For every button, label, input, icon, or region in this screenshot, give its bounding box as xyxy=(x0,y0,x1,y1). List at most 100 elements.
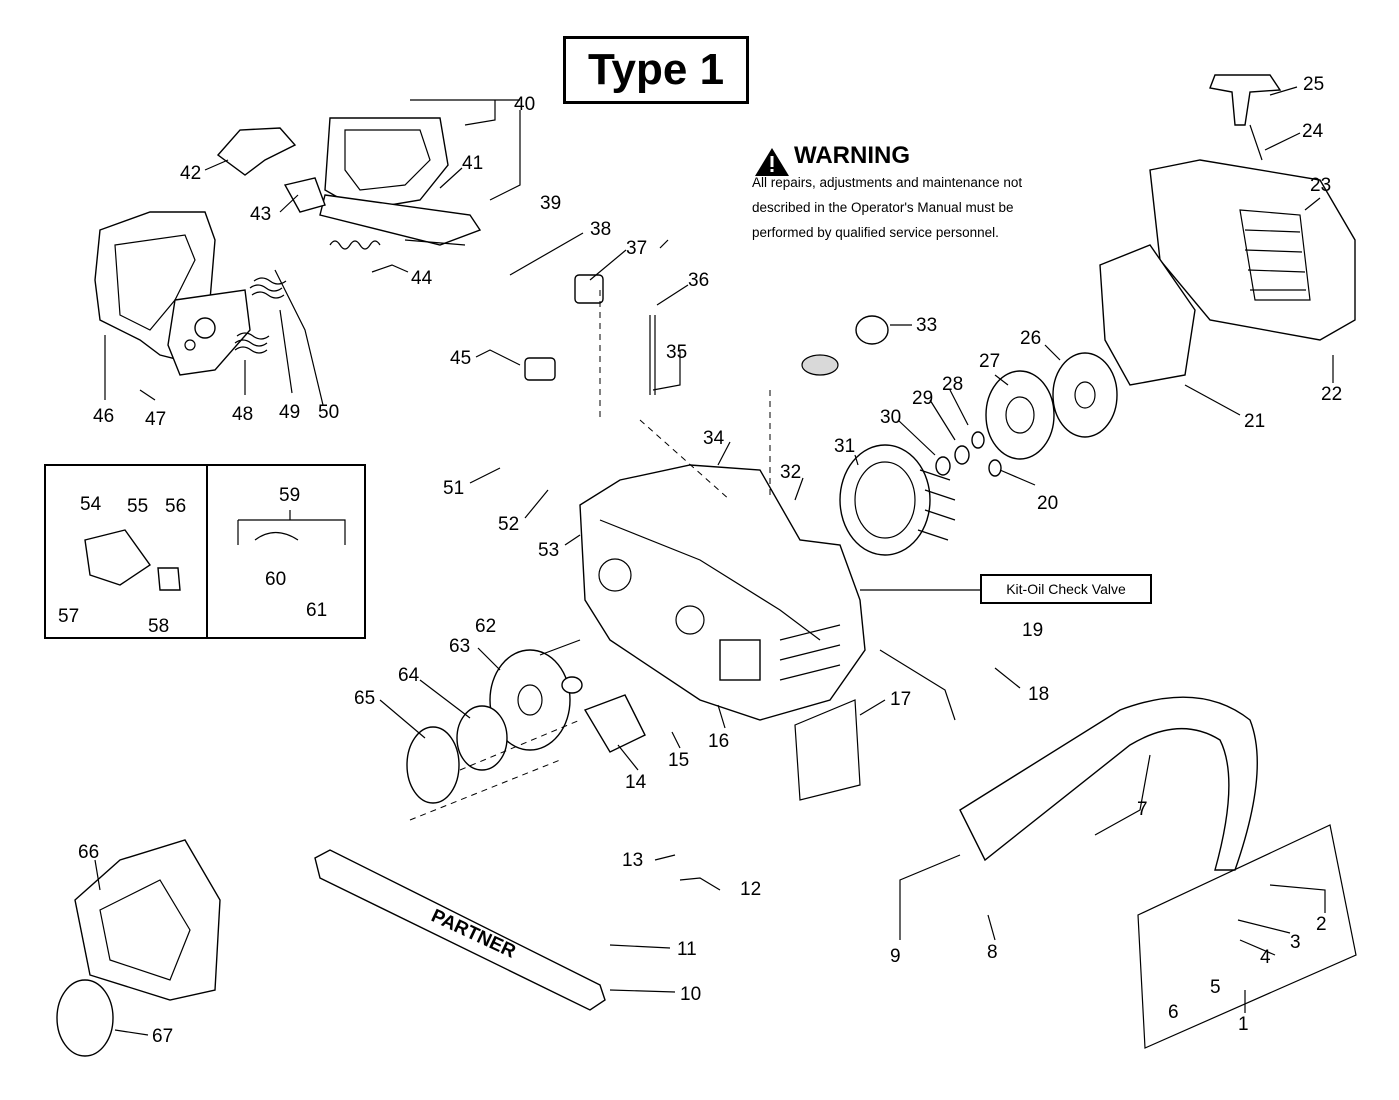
nut-67 xyxy=(56,979,114,1057)
callout-11: 11 xyxy=(677,939,697,960)
callout-3: 3 xyxy=(1290,932,1301,953)
kit-label: Kit-Oil Check Valve xyxy=(1006,581,1126,597)
callout-17: 17 xyxy=(890,689,911,710)
top-handle-part xyxy=(319,117,482,246)
callout-24: 24 xyxy=(1302,121,1324,142)
sprocket-cover-part xyxy=(74,839,221,1001)
part-33 xyxy=(855,315,889,345)
washer-28 xyxy=(971,431,985,449)
warning-line-1: All repairs, adjustments and maintenance… xyxy=(752,175,1023,190)
callout-1: 1 xyxy=(1238,1014,1249,1035)
callout-19: 19 xyxy=(1022,620,1043,641)
callout-25: 25 xyxy=(1303,74,1324,95)
leader-lines xyxy=(94,86,1334,1036)
warning-block: WARNING All repairs, adjustments and mai… xyxy=(752,142,1072,245)
callout-14: 14 xyxy=(625,772,647,793)
chain-guide-part xyxy=(583,694,646,753)
callout-26: 26 xyxy=(1020,328,1041,349)
callout-58: 58 xyxy=(148,616,169,637)
callout-44: 44 xyxy=(411,268,433,289)
part-37 xyxy=(574,274,604,304)
callout-18: 18 xyxy=(1028,684,1049,705)
callout-2: 2 xyxy=(1316,914,1327,935)
title-box: Type 1 xyxy=(563,36,749,104)
callout-8: 8 xyxy=(987,942,998,963)
warning-line-2: described in the Operator's Manual must … xyxy=(752,200,1014,215)
callout-10: 10 xyxy=(680,984,701,1005)
callout-23: 23 xyxy=(1310,175,1331,196)
warning-heading-row: WARNING xyxy=(752,142,1072,170)
starter-housing-part xyxy=(1149,159,1356,341)
callout-39: 39 xyxy=(540,193,561,214)
callout-53: 53 xyxy=(538,540,559,561)
callout-16: 16 xyxy=(708,731,729,752)
rear-handle-part xyxy=(94,211,251,376)
cover-65 xyxy=(406,726,460,804)
part-43 xyxy=(283,177,326,213)
washer-20 xyxy=(988,459,1002,477)
callout-54: 54 xyxy=(80,494,102,515)
callout-37: 37 xyxy=(626,238,647,259)
callout-9: 9 xyxy=(890,946,901,967)
kit-label-box: Kit-Oil Check Valve xyxy=(980,574,1152,604)
callout-15: 15 xyxy=(668,750,689,771)
callout-33: 33 xyxy=(916,315,937,336)
callout-38: 38 xyxy=(590,219,611,240)
callout-27: 27 xyxy=(979,351,1000,372)
callout-21: 21 xyxy=(1244,411,1265,432)
clutch-drum-part xyxy=(489,649,571,751)
washer-29 xyxy=(954,445,970,465)
callout-22: 22 xyxy=(1321,384,1342,405)
group-1-frame xyxy=(1137,824,1357,1049)
callout-60: 60 xyxy=(265,569,286,590)
air-guide-part xyxy=(1099,244,1196,386)
callout-29: 29 xyxy=(912,388,933,409)
callout-42: 42 xyxy=(180,163,201,184)
callout-6: 6 xyxy=(1168,1002,1179,1023)
washer-62 xyxy=(561,676,583,694)
callout-61: 61 xyxy=(306,600,327,621)
warning-heading: WARNING xyxy=(794,142,910,169)
callout-56: 56 xyxy=(165,496,186,517)
callout-20: 20 xyxy=(1037,493,1058,514)
callout-52: 52 xyxy=(498,514,519,535)
front-handle-part xyxy=(959,696,1258,871)
callout-65: 65 xyxy=(354,688,375,709)
inset-box-54-61 xyxy=(44,464,366,639)
part-33-seal xyxy=(801,354,839,376)
callout-48: 48 xyxy=(232,404,253,425)
starter-handle-part xyxy=(1209,74,1282,126)
clutch-part xyxy=(985,370,1055,460)
callout-43: 43 xyxy=(250,204,271,225)
callout-12: 12 xyxy=(740,879,761,900)
warning-heading-spacer xyxy=(752,142,786,170)
warning-triangle-icon xyxy=(755,148,789,176)
callout-28: 28 xyxy=(942,374,963,395)
callout-35: 35 xyxy=(666,342,687,363)
callout-46: 46 xyxy=(93,406,114,427)
callout-50: 50 xyxy=(318,402,339,423)
callout-57: 57 xyxy=(58,606,79,627)
callout-45: 45 xyxy=(450,348,471,369)
callout-64: 64 xyxy=(398,665,420,686)
callout-7: 7 xyxy=(1137,799,1148,820)
callout-34: 34 xyxy=(703,428,725,449)
flywheel-part xyxy=(839,444,956,556)
callout-36: 36 xyxy=(688,270,709,291)
part-45 xyxy=(524,357,556,381)
callout-55: 55 xyxy=(127,496,148,517)
callout-62: 62 xyxy=(475,616,496,637)
crankcase-part xyxy=(579,464,866,721)
callout-5: 5 xyxy=(1210,977,1221,998)
callout-13: 13 xyxy=(622,850,643,871)
throttle-lock-part xyxy=(216,127,297,176)
callout-67: 67 xyxy=(152,1026,173,1047)
page-title: Type 1 xyxy=(587,45,725,94)
callout-32: 32 xyxy=(780,462,801,483)
bolt-35 xyxy=(649,315,656,395)
callout-31: 31 xyxy=(834,436,855,457)
part-58 xyxy=(157,567,181,591)
callout-66: 66 xyxy=(78,842,99,863)
washer-30 xyxy=(935,456,951,476)
